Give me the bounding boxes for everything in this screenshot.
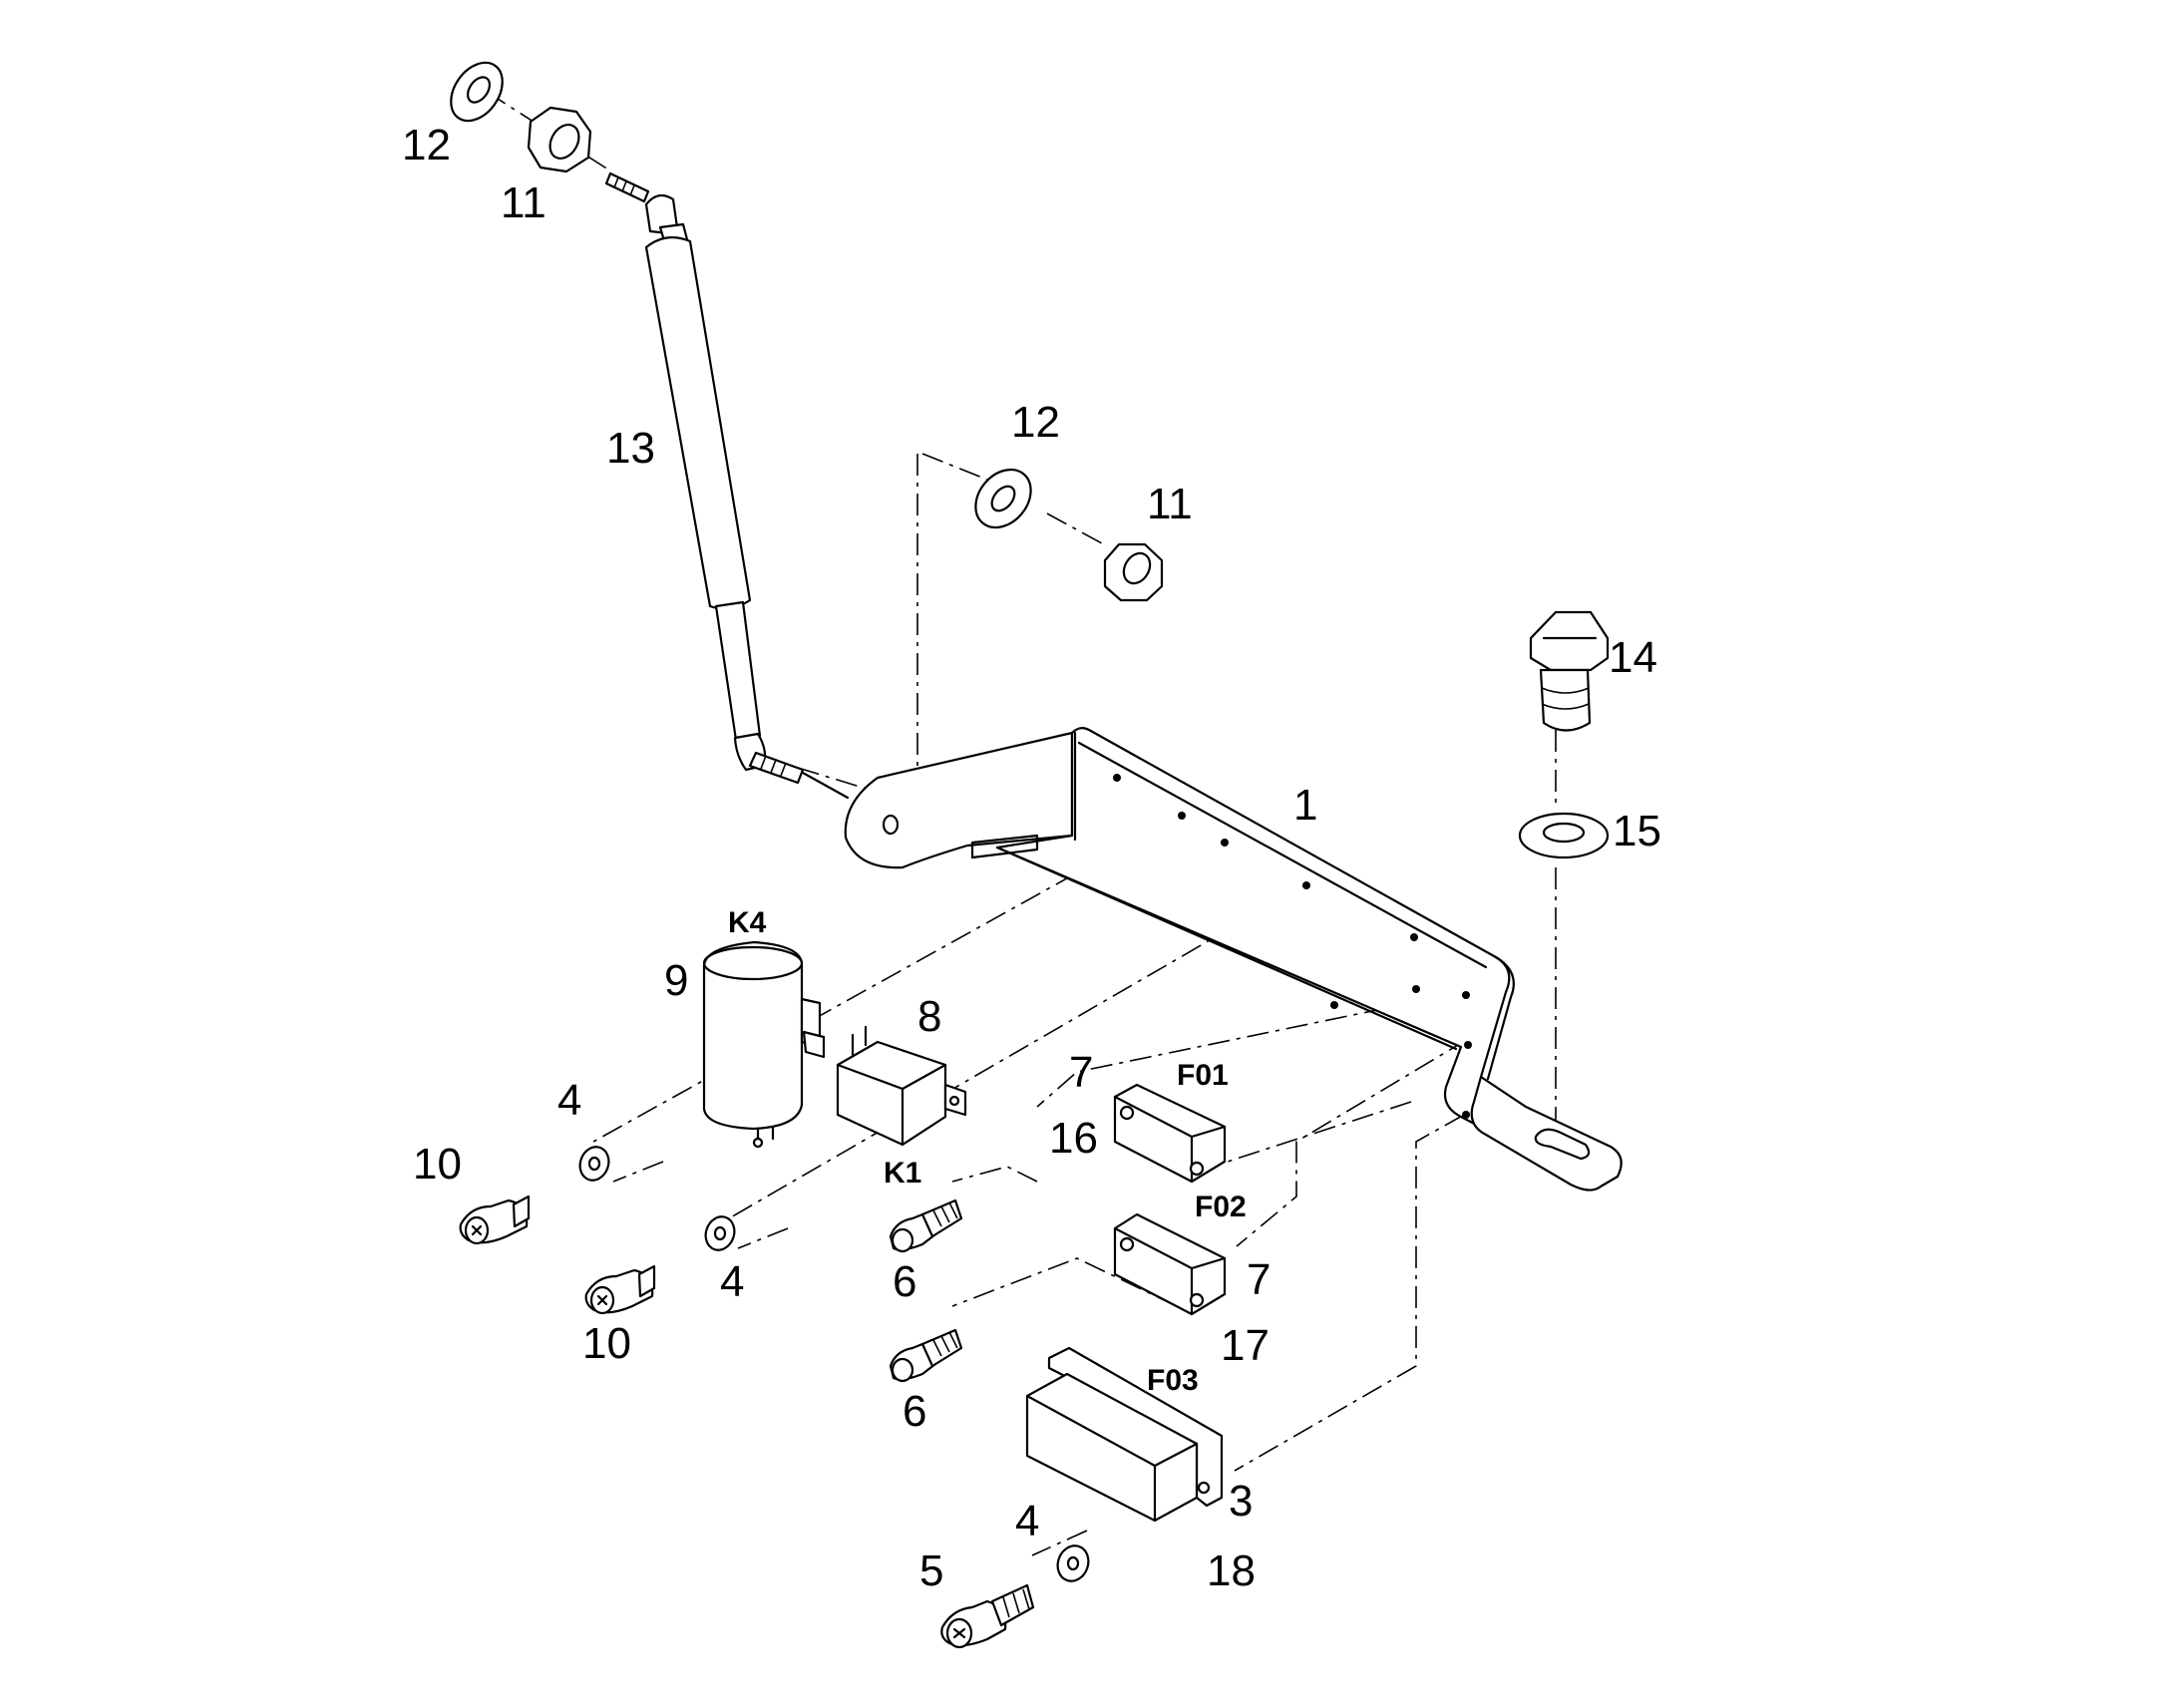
callout-3: 3	[1229, 1477, 1253, 1526]
callout-10-middle: 10	[582, 1319, 631, 1368]
fuse-block-f01	[1113, 1083, 1227, 1184]
callout-8: 8	[917, 992, 941, 1041]
washer-4a	[578, 1146, 610, 1182]
reference-designators: K4 K1 F01 F02 F03	[728, 906, 1247, 1397]
mounting-bracket	[844, 726, 1623, 1192]
washer-middle	[974, 468, 1032, 529]
callout-10-left: 10	[413, 1140, 462, 1189]
callout-12-top: 12	[402, 121, 451, 170]
ref-f01: F01	[1177, 1059, 1229, 1092]
callout-11-middle: 11	[1147, 480, 1193, 528]
callout-7-upper: 7	[1069, 1048, 1093, 1097]
screw-6a	[889, 1198, 963, 1253]
relay-k1	[836, 1025, 967, 1147]
washer-4b	[704, 1215, 736, 1251]
washer-top	[450, 61, 504, 123]
callout-5: 5	[919, 1546, 943, 1595]
callout-4-left: 4	[557, 1076, 581, 1125]
callout-1: 1	[1293, 781, 1317, 830]
callout-11-top: 11	[501, 178, 546, 227]
ref-k1: K1	[884, 1157, 921, 1190]
hex-nut-top	[527, 106, 592, 173]
callout-16: 16	[1049, 1114, 1098, 1163]
callout-4-bottom: 4	[1015, 1497, 1039, 1545]
capacitor-k4	[702, 940, 826, 1149]
callout-14: 14	[1609, 633, 1657, 682]
hex-nut-middle	[1103, 542, 1164, 602]
screw-10b	[584, 1264, 656, 1315]
callout-12-middle: 12	[1011, 398, 1060, 447]
fuse-block-f02	[1113, 1212, 1227, 1316]
ref-k4: K4	[728, 906, 767, 939]
callout-labels: 12 11 13 12 11 14 1 15 9 8 7 4 16 10 4 6…	[402, 121, 1661, 1595]
fuse-housing-f03	[1025, 1346, 1224, 1523]
washer-4c	[1056, 1544, 1090, 1582]
hex-bolt	[1529, 610, 1610, 732]
callout-7-lower: 7	[1247, 1255, 1271, 1304]
callout-17: 17	[1221, 1321, 1270, 1370]
washer-bolt	[1518, 812, 1610, 859]
callout-9: 9	[664, 956, 688, 1005]
screw-10a	[459, 1195, 531, 1245]
screw-5	[940, 1583, 1035, 1649]
ref-f03: F03	[1147, 1364, 1199, 1397]
callout-13: 13	[606, 424, 655, 473]
gas-spring	[604, 171, 850, 800]
callout-6-upper: 6	[893, 1257, 916, 1306]
callout-15: 15	[1613, 807, 1661, 855]
screw-6b	[889, 1328, 963, 1383]
callout-18: 18	[1207, 1546, 1256, 1595]
callout-6-lower: 6	[903, 1387, 926, 1436]
callout-4-middle: 4	[720, 1257, 744, 1306]
ref-f02: F02	[1195, 1191, 1247, 1223]
